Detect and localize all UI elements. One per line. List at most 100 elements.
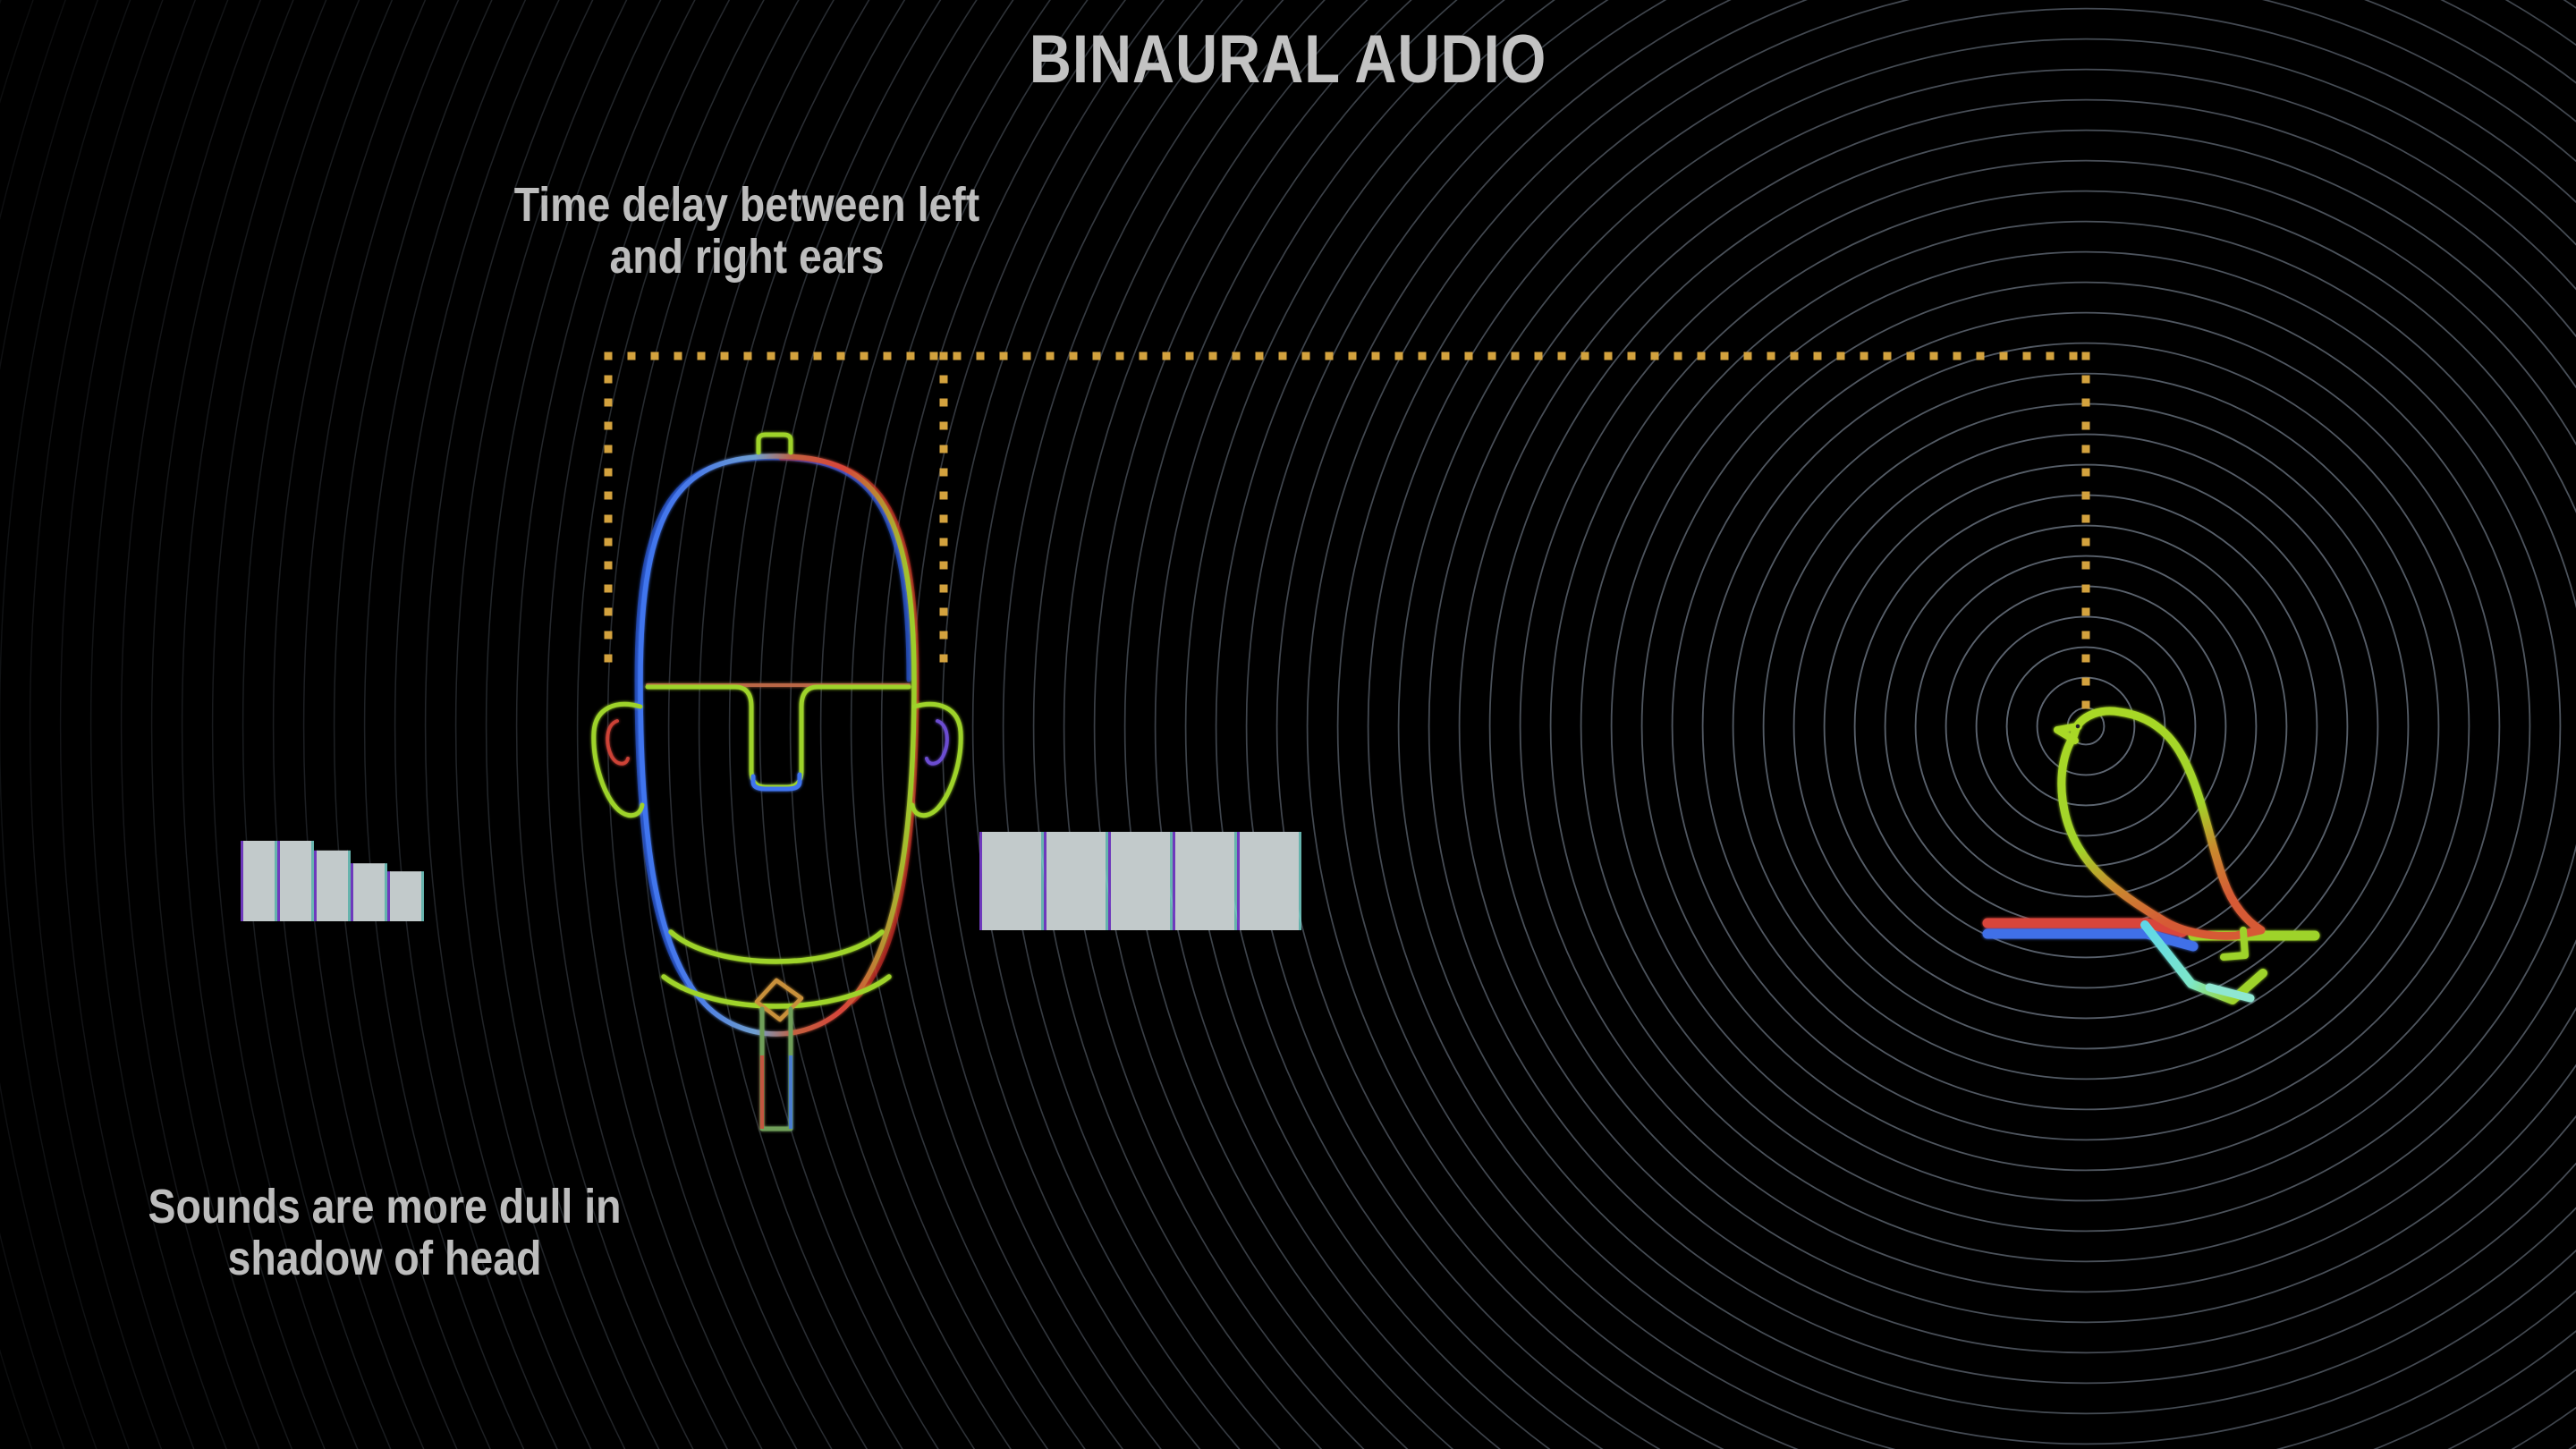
ripple-ring bbox=[1792, 433, 2379, 1020]
caption-head-shadow: Sounds are more dull in shadow of head bbox=[148, 1180, 622, 1286]
guide-dot-horizontal bbox=[1371, 352, 1380, 360]
ripple-ring bbox=[182, 0, 328, 1449]
guide-dot-horizontal bbox=[1185, 352, 1194, 360]
guide-dot-vertical-left bbox=[604, 607, 613, 616]
guide-dot-horizontal bbox=[1767, 352, 1775, 360]
guide-dot-horizontal bbox=[1883, 352, 1892, 360]
head-nose-bracket bbox=[645, 684, 911, 790]
head-skull-outline bbox=[638, 453, 917, 1037]
guide-dot-vertical-left bbox=[604, 445, 613, 453]
guide-dot-horizontal bbox=[1046, 352, 1055, 360]
bar-left-fringe bbox=[387, 871, 391, 921]
ripple-ring bbox=[1914, 555, 2258, 898]
ripple-ring bbox=[1823, 463, 2349, 989]
bird-beak bbox=[2054, 723, 2080, 744]
head-right-ear-inner bbox=[925, 719, 949, 766]
bar-right-fringe bbox=[274, 841, 277, 921]
ripple-ring bbox=[607, 0, 800, 1449]
left-ear-level-bars bbox=[241, 841, 424, 921]
guide-dot-horizontal bbox=[2069, 352, 2078, 360]
ripple-ring bbox=[729, 0, 942, 1449]
ripple-ring bbox=[547, 0, 731, 1449]
guide-dot-horizontal bbox=[1511, 352, 1520, 360]
guide-dot-vertical-right bbox=[939, 654, 948, 663]
guide-dot-horizontal bbox=[1348, 352, 1357, 360]
guide-dot-horizontal bbox=[1069, 352, 1078, 360]
ripple-ring bbox=[1458, 98, 2576, 1354]
ripple-ring bbox=[364, 0, 527, 1449]
bar-left-fringe bbox=[1108, 832, 1112, 930]
guide-dot-vertical-right bbox=[939, 514, 948, 523]
guide-dot-horizontal bbox=[953, 352, 962, 360]
guide-dot-horizontal bbox=[1720, 352, 1729, 360]
guide-dot-horizontal bbox=[1162, 352, 1171, 360]
ripple-ring bbox=[1063, 0, 1369, 1449]
guide-dot-vertical-bird bbox=[2081, 631, 2090, 640]
ripple-ring bbox=[1732, 372, 2440, 1080]
ripple-ring bbox=[1003, 0, 1284, 1449]
ripple-ring bbox=[820, 0, 1051, 1449]
head-neck bbox=[759, 1006, 793, 1131]
guide-dot-horizontal bbox=[1487, 352, 1496, 360]
bar-right-fringe bbox=[347, 850, 351, 921]
bar-left-fringe bbox=[1237, 832, 1241, 930]
guide-dot-horizontal bbox=[883, 352, 892, 360]
guide-dot-vertical-right bbox=[939, 375, 948, 384]
guide-dot-vertical-left bbox=[604, 398, 613, 407]
level-bar bbox=[390, 871, 421, 921]
bar-left-fringe bbox=[277, 841, 281, 921]
level-bar bbox=[982, 832, 1041, 930]
guide-dot-horizontal bbox=[860, 352, 869, 360]
guide-dot-vertical-bird bbox=[2081, 352, 2090, 360]
guide-dot-horizontal bbox=[1139, 352, 1148, 360]
guide-dot-vertical-right bbox=[939, 468, 948, 477]
ripple-ring bbox=[1246, 0, 2576, 1449]
guide-dot-horizontal bbox=[2022, 352, 2031, 360]
guide-dot-horizontal bbox=[1813, 352, 1822, 360]
guide-dot-vertical-bird bbox=[2081, 491, 2090, 500]
ripple-ring bbox=[972, 0, 1244, 1449]
guide-dot-horizontal bbox=[1906, 352, 1915, 360]
level-bar bbox=[1240, 832, 1299, 930]
ripple-ring bbox=[212, 0, 360, 1449]
guide-dot-vertical-bird bbox=[2081, 421, 2090, 430]
ripple-ring bbox=[455, 0, 628, 1449]
ripple-ring bbox=[1580, 220, 2576, 1233]
guide-dot-horizontal bbox=[906, 352, 915, 360]
guide-dot-horizontal bbox=[1022, 352, 1031, 360]
ripple-ring bbox=[30, 0, 164, 1449]
bar-left-fringe bbox=[1173, 832, 1176, 930]
guide-dot-vertical-right bbox=[939, 352, 948, 360]
guide-dot-horizontal bbox=[1464, 352, 1473, 360]
guide-dot-horizontal bbox=[1580, 352, 1589, 360]
bird-eye bbox=[2073, 722, 2082, 731]
level-bar bbox=[353, 863, 385, 921]
ripple-ring bbox=[1033, 0, 1326, 1449]
ripple-ring bbox=[1519, 159, 2576, 1293]
ripple-ring bbox=[790, 0, 1015, 1449]
head-right-ear bbox=[910, 701, 963, 818]
ripple-ring bbox=[2005, 646, 2166, 807]
level-bar bbox=[280, 841, 311, 921]
bar-right-fringe bbox=[1233, 832, 1237, 930]
ripple-ring bbox=[1336, 0, 2576, 1449]
ripple-ring bbox=[1610, 250, 2562, 1202]
caption-time-delay: Time delay between left and right ears bbox=[513, 178, 980, 284]
guide-dot-horizontal bbox=[1534, 352, 1543, 360]
ripple-ring bbox=[151, 0, 295, 1449]
ripple-ring bbox=[1185, 0, 1556, 1449]
ripple-ring bbox=[394, 0, 561, 1449]
level-bar bbox=[1111, 832, 1170, 930]
guide-dot-vertical-left bbox=[604, 538, 613, 547]
guide-dot-horizontal bbox=[1255, 352, 1264, 360]
head-jaw-line bbox=[668, 929, 885, 964]
ripple-ring bbox=[851, 0, 1089, 1449]
bird-leg bbox=[2220, 927, 2249, 961]
guide-dot-vertical-bird bbox=[2081, 700, 2090, 709]
guide-dot-horizontal bbox=[743, 352, 752, 360]
ripple-ring bbox=[486, 0, 662, 1449]
level-bar bbox=[317, 850, 348, 921]
ripple-ring bbox=[273, 0, 427, 1449]
